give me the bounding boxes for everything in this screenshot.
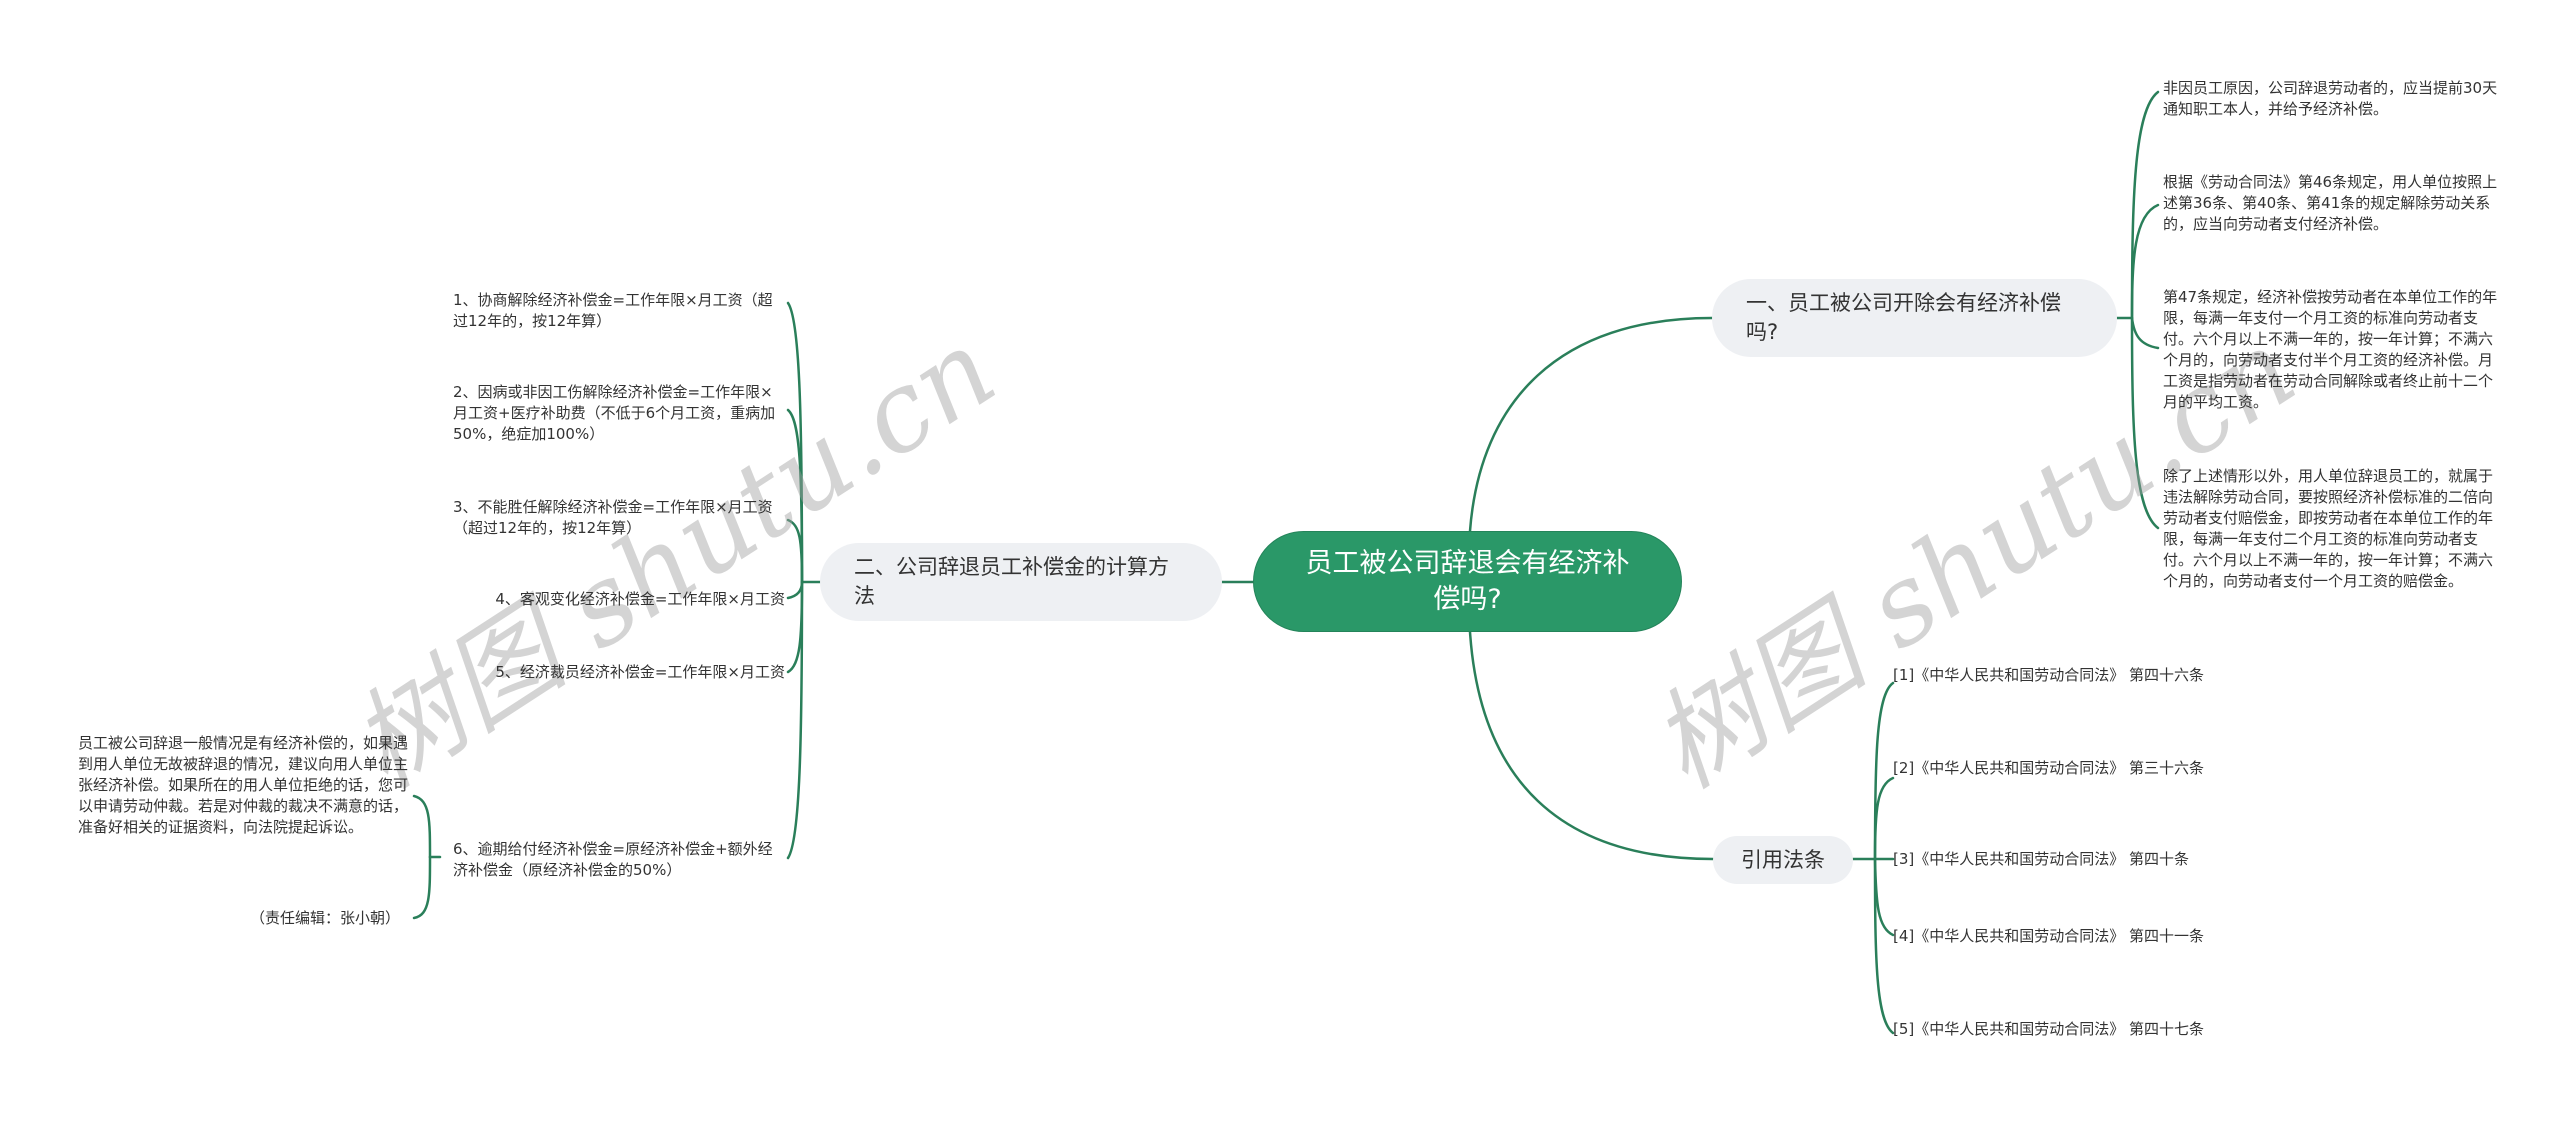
branch-dismissal-compensation[interactable]: 一、员工被公司开除会有经济补偿吗? xyxy=(1712,279,2117,357)
leaf-illegal-termination: 除了上述情形以外，用人单位辞退员工的，就属于违法解除劳动合同，要按照经济补偿标准… xyxy=(2163,467,2494,590)
editor-credit: （责任编辑：张小朝） xyxy=(249,909,400,927)
root-node[interactable]: 员工被公司辞退会有经济补偿吗? xyxy=(1253,531,1682,632)
advice-note: 员工被公司辞退一般情况是有经济补偿的，如果遇到用人单位无故被辞退的情况，建议向用… xyxy=(78,734,409,836)
calc-item-3: 3、不能胜任解除经济补偿金=工作年限×月工资（超过12年的，按12年算） xyxy=(453,498,773,537)
leaf-article-47: 第47条规定，经济补偿按劳动者在本单位工作的年限，每满一年支付一个月工资的标准向… xyxy=(2163,288,2498,411)
leaf-article-46: 根据《劳动合同法》第46条规定，用人单位按照上述第36条、第40条、第41条的规… xyxy=(2163,173,2498,233)
calc-item-5: 5、经济裁员经济补偿金=工作年限×月工资 xyxy=(495,663,785,681)
calc-item-6: 6、逾期给付经济补偿金=原经济补偿金+额外经济补偿金（原经济补偿金的50%） xyxy=(453,840,773,879)
branch-label: 一、员工被公司开除会有经济补偿吗? xyxy=(1746,291,2061,344)
root-label: 员工被公司辞退会有经济补偿吗? xyxy=(1305,547,1630,615)
law-ref-5[interactable]: [5]《中华人民共和国劳动合同法》 第四十七条 xyxy=(1893,1020,2205,1038)
leaf-notice-30-days: 非因员工原因，公司辞退劳动者的，应当提前30天通知职工本人，并给予经济补偿。 xyxy=(2163,79,2498,118)
law-ref-4[interactable]: [4]《中华人民共和国劳动合同法》 第四十一条 xyxy=(1893,927,2205,945)
branch-label: 引用法条 xyxy=(1741,847,1825,872)
calc-item-4: 4、客观变化经济补偿金=工作年限×月工资 xyxy=(495,590,785,608)
branch-label: 二、公司辞退员工补偿金的计算方法 xyxy=(854,555,1169,608)
branch-calculation-method[interactable]: 二、公司辞退员工补偿金的计算方法 xyxy=(820,543,1222,621)
calc-item-1: 1、协商解除经济补偿金=工作年限×月工资（超过12年的，按12年算） xyxy=(453,291,773,330)
law-ref-3[interactable]: [3]《中华人民共和国劳动合同法》 第四十条 xyxy=(1893,850,2190,868)
law-ref-2[interactable]: [2]《中华人民共和国劳动合同法》 第三十六条 xyxy=(1893,759,2205,777)
branch-cited-laws[interactable]: 引用法条 xyxy=(1713,836,1853,884)
calc-item-2: 2、因病或非因工伤解除经济补偿金=工作年限×月工资+医疗补助费（不低于6个月工资… xyxy=(453,383,776,443)
law-ref-1[interactable]: [1]《中华人民共和国劳动合同法》 第四十六条 xyxy=(1893,666,2205,684)
